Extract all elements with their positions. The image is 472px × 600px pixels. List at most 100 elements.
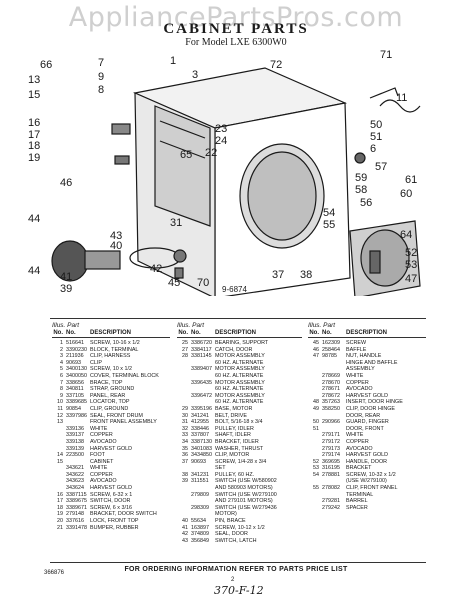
part-part: 98785 [322, 353, 337, 360]
divider [50, 318, 426, 319]
part-no [308, 478, 322, 485]
callout-label: 71 [380, 49, 392, 61]
part-no [308, 413, 322, 420]
part-desc: PULLEY, 60 HZ. [215, 471, 255, 478]
part-part: 162309 [322, 340, 340, 346]
callout-label: 60 [400, 188, 412, 200]
part-desc: SEAL, DOOR [215, 531, 248, 538]
terminal-block [111, 123, 131, 135]
part-part: 3434850 [191, 452, 212, 459]
callout-label: 8 [98, 84, 104, 96]
part-desc: MOTOR ASSEMBLY [215, 392, 265, 399]
part-desc: BAFFLE [346, 346, 367, 353]
idler-pulley [173, 249, 187, 263]
page-title: CABINET PARTS [163, 21, 309, 37]
parts-row: DOOR, REAR [308, 413, 426, 420]
callout-label: 9 [98, 71, 104, 83]
part-part: 3396435 [191, 379, 212, 386]
part-part: 163897 [191, 524, 209, 531]
part-no [52, 446, 66, 453]
part-no: 32 [182, 425, 188, 432]
part-desc: HARVEST GOLD [90, 485, 133, 492]
part-desc: 60 HZ. ALTERNATE [215, 399, 264, 406]
part-no: 50 [313, 419, 319, 426]
part-part: 316195 [322, 465, 340, 472]
hinge-part [354, 152, 366, 164]
part-desc: SWITCH (USE W/279100 [215, 491, 277, 498]
part-no: 1 [60, 340, 63, 346]
parts-row: TERMINAL [308, 492, 426, 499]
callout-label: 41 [60, 271, 72, 283]
part-no [308, 505, 322, 512]
part-desc: CLIP, FRONT PANEL [346, 485, 398, 492]
part-desc: HINGE AND BAFFLE [346, 359, 398, 366]
part-part [191, 498, 215, 505]
callout-label: 58 [355, 184, 367, 196]
part-part: 338446 [191, 425, 209, 432]
part-part: 3395196 [191, 405, 212, 412]
part-desc: COPPER [90, 471, 113, 478]
part-part: 339137 [66, 432, 84, 439]
part-part: 3386720 [191, 340, 212, 346]
part-desc: BARREL [346, 498, 368, 505]
part-no: 42 [182, 531, 188, 538]
part-desc: HARVEST GOLD [90, 445, 133, 452]
door-handle [369, 250, 381, 274]
part-no [308, 439, 322, 446]
parts-row: 60 HZ. ALTERNATE [177, 399, 302, 406]
part-part: 3387115 [66, 491, 87, 498]
part-desc: SWITCH, LATCH [215, 537, 257, 544]
part-part [191, 465, 215, 472]
part-part [191, 511, 215, 518]
part-desc: CATCH, DOOR [215, 346, 253, 353]
part-desc: SCREW, 10-32 x 1/2 [346, 471, 396, 478]
part-no: 54 [313, 471, 319, 478]
column-header: No.No.DESCRIPTION [52, 329, 170, 338]
callout-label: 37 [272, 269, 284, 281]
part-desc: SCREW, 6 x 3/16 [90, 504, 132, 511]
part-part: 211936 [66, 353, 84, 360]
part-no: 37 [182, 458, 188, 465]
part-no [308, 492, 322, 499]
parts-row: 60 HZ. ALTERNATE [177, 386, 302, 393]
part-no: 41 [182, 524, 188, 531]
part-desc: CABINET [90, 458, 114, 465]
part-part [191, 399, 215, 406]
part-no: 33 [182, 432, 188, 439]
part-desc: 60 HZ. ALTERNATE [215, 359, 264, 366]
callout-label: 72 [270, 59, 282, 71]
part-part: 337105 [66, 392, 84, 399]
part-no: 49 [313, 405, 319, 412]
part-desc: INSERT, DOOR HINGE [346, 399, 403, 406]
callout-label: 19 [28, 152, 40, 164]
part-desc: MOTOR ASSEMBLY [215, 379, 265, 386]
part-part [322, 360, 346, 367]
part-desc: SWITCH (USE W/580902 [215, 478, 277, 485]
callout-label: 70 [197, 277, 209, 289]
rear-panel [154, 105, 211, 227]
part-no: 5 [60, 366, 63, 373]
part-no: 39 [182, 478, 188, 485]
part-part: 3400130 [66, 366, 87, 373]
part-part: 279171 [322, 432, 340, 439]
part-no [177, 393, 191, 400]
part-no: 55 [313, 485, 319, 492]
part-no: 14 [57, 452, 63, 459]
part-part [322, 366, 346, 373]
